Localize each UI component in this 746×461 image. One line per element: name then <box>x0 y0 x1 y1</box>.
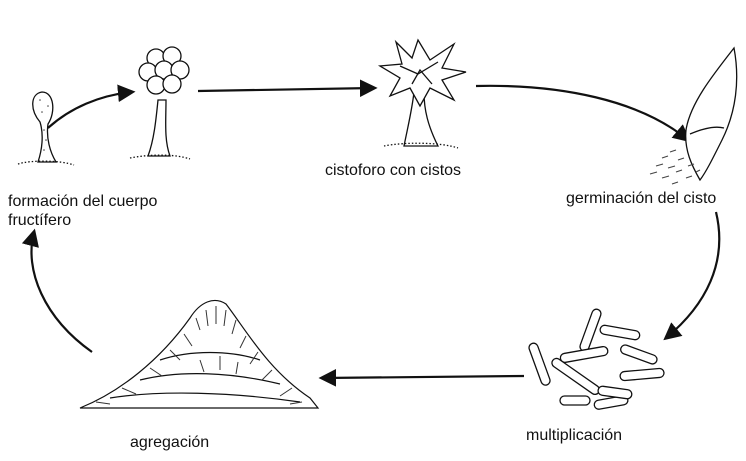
arrow-stalk-to-fruiting-body <box>48 92 132 128</box>
label-multiplication: multiplicación <box>526 426 622 445</box>
arrow-germination-to-multiplication <box>666 212 719 338</box>
arrow-multiplication-to-aggregation <box>322 376 524 378</box>
cystophore-drawing <box>380 40 466 148</box>
aggregation-mound-drawing <box>80 300 318 408</box>
stalk-drawing <box>18 92 74 165</box>
label-cystophore: cistoforo con cistos <box>325 161 461 180</box>
arrow-fruiting-body-to-cystophore <box>198 88 374 91</box>
multiplying-cells-drawing <box>528 308 665 410</box>
label-fruiting-body-formation: formación del cuerpo fructífero <box>8 192 208 230</box>
label-cyst-germination: germinación del cisto <box>566 189 716 208</box>
arrow-cystophore-to-germination <box>476 86 688 140</box>
germinating-cyst-drawing <box>650 48 737 184</box>
fruiting-body-drawing <box>130 47 190 159</box>
arrow-aggregation-to-formation <box>31 232 92 352</box>
label-aggregation: agregación <box>130 433 209 452</box>
